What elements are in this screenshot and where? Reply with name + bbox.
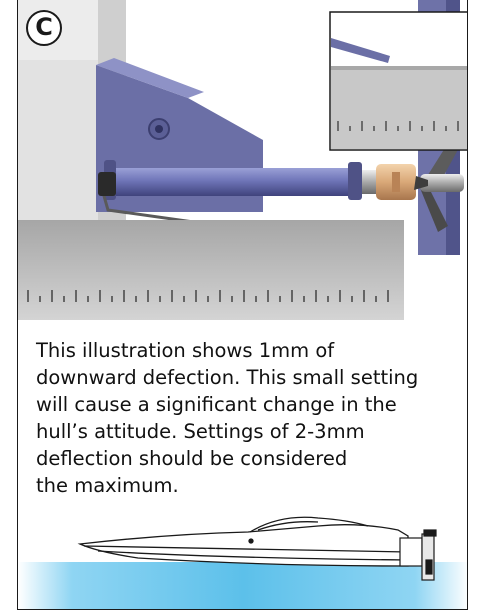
figure-badge: C [26,10,62,46]
speedboat-icon [77,516,409,567]
caption-text: This illustration shows 1mm of downward … [36,337,456,499]
inset-ruler-ticks [337,121,459,131]
outdrive-icon [399,529,437,581]
caption-line: This illustration shows 1mm of [36,339,335,362]
bracket-bolt-hole [155,125,163,133]
caption-line: will cause a significant change in the [36,393,397,416]
trim-tab-illustration [18,0,467,320]
shaft-collar-right [348,162,362,200]
trim-shaft [106,168,356,196]
caption-line: hull’s attitude. Settings of 2-3mm [36,420,365,443]
caption-line: the maximum. [36,474,179,497]
bracket-edge [96,58,204,98]
figure-panel: C This illustration shows 1mm of downwar… [17,0,468,610]
caption-line: downward defection. This small setting [36,366,419,389]
drive-coupling-steel [362,170,376,194]
inset-tab-blade [331,38,390,63]
water [18,562,467,609]
coupling-notch [392,172,400,192]
caption-line: deflection should be considered [36,447,348,470]
speedboat-illustration [18,516,467,609]
spring-clip [98,172,116,196]
measuring-ruler [18,220,404,320]
ruler-ticks [27,290,389,302]
detail-inset [329,11,467,151]
propeller-icon [414,140,464,232]
